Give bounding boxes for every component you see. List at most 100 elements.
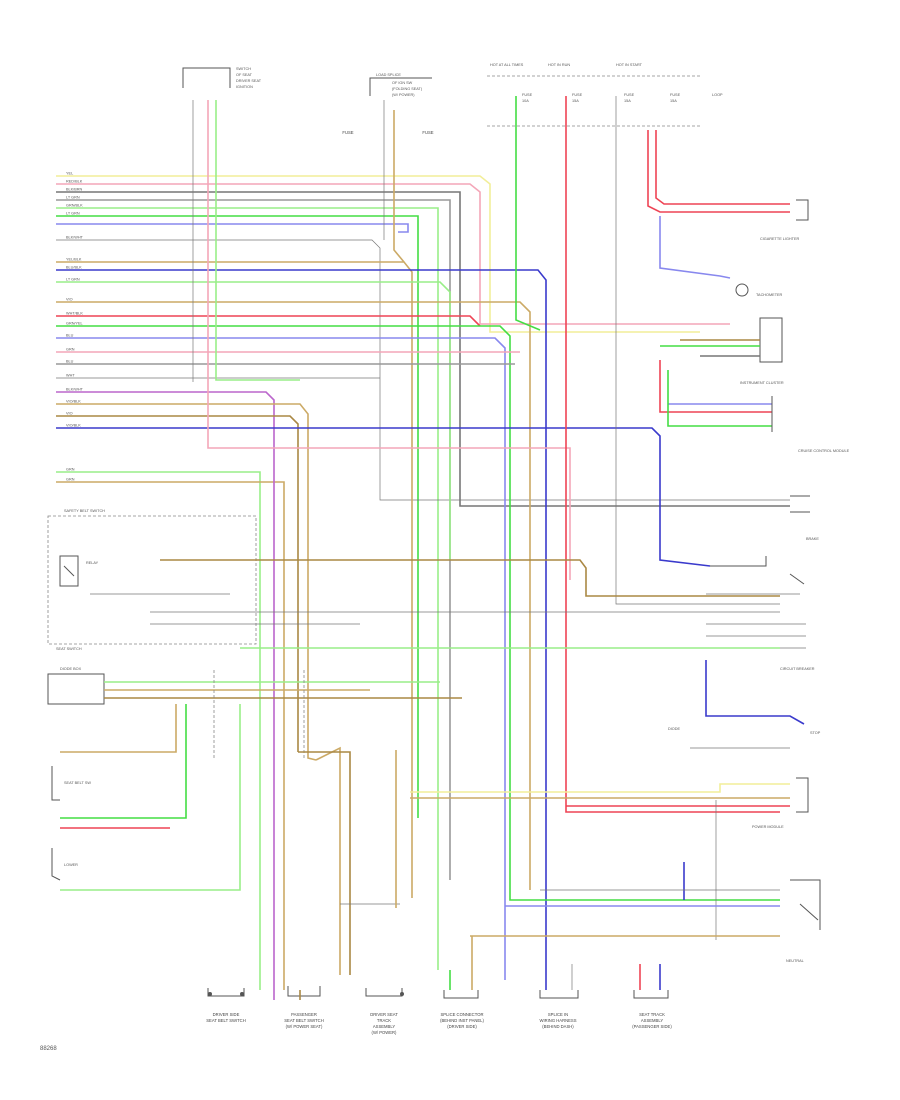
top-mid-label-1: LOAD SPLICE bbox=[376, 73, 401, 77]
wire-brown bbox=[56, 415, 299, 752]
power-module: POWER MODULE bbox=[410, 777, 809, 829]
brake-label: BRAKE bbox=[806, 537, 819, 541]
fuse-hot-in-start: HOT IN START bbox=[616, 63, 643, 67]
wire-tan-1 bbox=[56, 261, 413, 898]
wire-light-blue-2 bbox=[56, 337, 506, 980]
diode-box: DIODE BOX bbox=[47, 667, 462, 705]
wire-tan-3 bbox=[56, 403, 317, 761]
pin-row-b-label: YEL/BLK bbox=[66, 258, 82, 262]
feed-gray-fuse bbox=[615, 96, 780, 605]
fuse-2-label: FUSE bbox=[572, 93, 583, 97]
pin-row-a-label: LT GRN bbox=[66, 196, 80, 200]
bottom-connector-4 bbox=[443, 936, 479, 999]
wires-group-a bbox=[56, 175, 790, 970]
wire-black bbox=[56, 239, 790, 501]
fuse-1-rating: 10A bbox=[522, 99, 529, 103]
bottom-connector-2 bbox=[273, 986, 321, 1000]
top-left-label-4: IGNITION bbox=[236, 85, 253, 89]
bottom-component-label: (W/ POWER) bbox=[372, 1030, 397, 1035]
feed-green-fuse bbox=[515, 96, 541, 331]
pin-row-b-label: VIO/BLK bbox=[66, 424, 81, 428]
top-left-connector: SWITCH OF SEAT DRIVER SEAT IGNITION bbox=[182, 67, 262, 89]
seat-switch-label: SEAT SWITCH bbox=[56, 647, 82, 651]
feed-red-fuse-3 bbox=[655, 130, 790, 205]
pin-row-b-label: WHT bbox=[66, 374, 75, 378]
pin-row-b-label: VIO bbox=[66, 298, 73, 302]
safety-belt-switch-box: SAFETY BELT SWITCH RELAY SEAT SWITCH bbox=[47, 509, 257, 651]
pin-row-a-label: BLK/BRN bbox=[66, 188, 83, 192]
seat-center-parts bbox=[213, 670, 400, 975]
bottom-component-label: ASSEMBLY bbox=[373, 1024, 395, 1029]
pin-row-a-label: YEL bbox=[66, 172, 73, 176]
wire-tan-2 bbox=[56, 301, 531, 890]
cigarette-lighter: CIGARETTE LIGHTER bbox=[760, 199, 809, 241]
pin-row-b-label: GRN/YEL bbox=[66, 322, 83, 326]
feed-red-fuse bbox=[565, 96, 780, 813]
wire-blue-1 bbox=[56, 269, 547, 975]
top-left-label-2: OF SEAT bbox=[236, 73, 253, 77]
relay-label: RELAY bbox=[86, 561, 99, 565]
feed-pink-left bbox=[207, 100, 571, 580]
fuse-hot-in-run: HOT IN RUN bbox=[548, 63, 570, 67]
bottom-component-label: SPLICE IN bbox=[548, 1012, 568, 1017]
feed-red-fuse-2 bbox=[647, 130, 790, 213]
bottom-component-label: (BEHIND INST PANEL) bbox=[440, 1018, 484, 1023]
wire-yellow bbox=[56, 175, 700, 333]
pin-row-c-label: GRN bbox=[66, 468, 75, 472]
fuse-hot-all-times: HOT AT ALL TIMES bbox=[490, 63, 524, 67]
pin-rows-group-c: GRN GRN bbox=[56, 468, 285, 990]
power-module-label: POWER MODULE bbox=[752, 825, 784, 829]
bottom-component-label: (BEHIND DASH) bbox=[542, 1024, 574, 1029]
pin-row-b-label: BLK/WHT bbox=[66, 388, 84, 392]
pin-row-a-label: BLK/WHT bbox=[66, 236, 84, 240]
bottom-component-label: DRIVER SEAT bbox=[370, 1012, 398, 1017]
wire-violet bbox=[56, 391, 275, 990]
pin-row-b-label: BLU/BLK bbox=[66, 266, 82, 270]
top-left-label-1: SWITCH bbox=[236, 67, 251, 71]
tachometer: TACHOMETER bbox=[735, 283, 783, 297]
wire-gray-2 bbox=[56, 199, 451, 880]
diode-box-label: DIODE BOX bbox=[60, 667, 82, 671]
instrument-cluster-connector: INSTRUMENT CLUSTER bbox=[660, 317, 784, 385]
top-mid-label-3: (FOLDING SEAT) bbox=[392, 87, 423, 91]
diode-label: DIODE bbox=[668, 727, 680, 731]
bottom-component-label: (W/ POWER SEAT) bbox=[286, 1024, 323, 1029]
cruise-module-label: CRUISE CONTROL MODULE bbox=[798, 449, 850, 453]
fuse-loop-note: LOOP bbox=[712, 93, 723, 97]
bottom-component-label: TRACK bbox=[377, 1018, 391, 1023]
wire-green bbox=[56, 215, 419, 818]
wire-row-c-1 bbox=[56, 471, 261, 990]
fuse-2-rating: 15A bbox=[572, 99, 579, 103]
bottom-connector-5 bbox=[539, 964, 579, 999]
top-mid-label-2: OF IGN SW bbox=[392, 81, 413, 85]
neutral-label: NEUTRAL bbox=[786, 959, 804, 963]
page-reference: 88268 bbox=[40, 1046, 57, 1052]
bottom-connector-6 bbox=[633, 964, 669, 999]
bottom-component-label: (DRIVER SIDE) bbox=[447, 1024, 477, 1029]
pin-row-b-label: VIO/BLK bbox=[66, 400, 81, 404]
fuse-3-rating: 15A bbox=[624, 99, 631, 103]
diode-stop: STOP DIODE bbox=[668, 660, 821, 749]
circuit-breaker-label: CIRCUIT BREAKER bbox=[780, 667, 815, 671]
pin-row-a-label: LT GRN bbox=[66, 212, 80, 216]
fuse-4-label: FUSE bbox=[670, 93, 681, 97]
bottom-component-label: ASSEMBLY bbox=[641, 1018, 663, 1023]
wire-green-2 bbox=[56, 325, 780, 901]
fuse-box: HOT AT ALL TIMES HOT IN RUN HOT IN START… bbox=[487, 63, 723, 127]
wire-red bbox=[56, 315, 481, 327]
feed-blue-fuse bbox=[659, 216, 731, 279]
bottom-component-label: WIRING HARNESS bbox=[540, 1018, 577, 1023]
seat-belt-switch-left: SEAT BELT SW bbox=[51, 704, 187, 829]
bottom-connector-1 bbox=[207, 988, 245, 997]
bottom-connector-3 bbox=[365, 988, 404, 997]
pin-row-c-label: GRN bbox=[66, 478, 75, 482]
bottom-component-label: DRIVER SIDE bbox=[213, 1012, 240, 1017]
bottom-component-label: SEAT BELT SWITCH bbox=[284, 1018, 323, 1023]
bottom-component-label: (PASSENGER SIDE) bbox=[632, 1024, 672, 1029]
bottom-component-label: SEAT BELT SWITCH bbox=[206, 1018, 245, 1023]
top-left-label-3: DRIVER SEAT bbox=[236, 79, 262, 83]
wire-row-c-2 bbox=[56, 481, 285, 990]
fuse-4-rating: 15A bbox=[670, 99, 677, 103]
